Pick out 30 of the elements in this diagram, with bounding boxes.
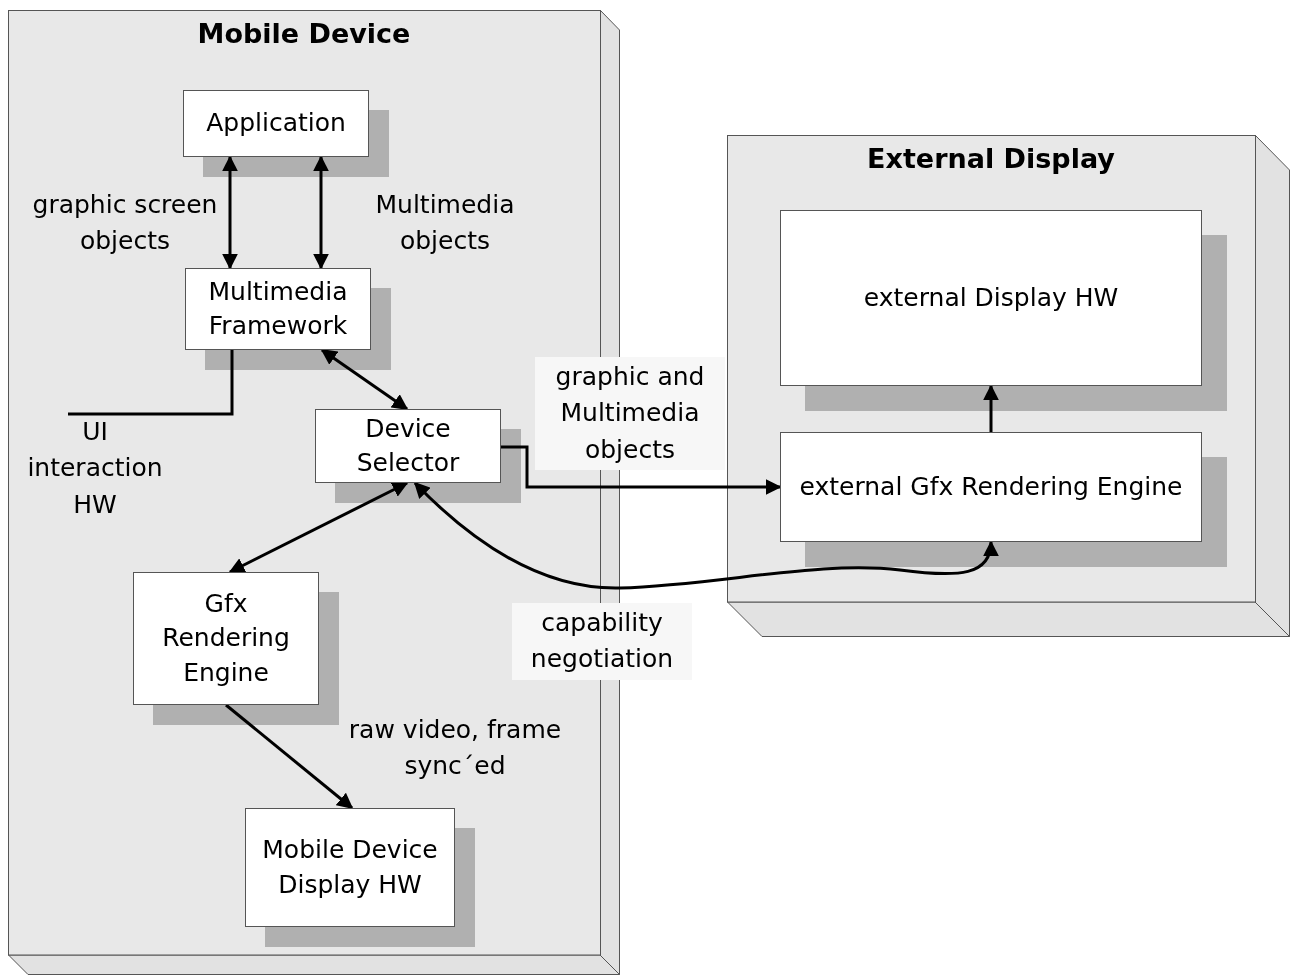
box-label: Gfx Rendering Engine bbox=[161, 587, 291, 689]
box-label: Multimedia Framework bbox=[207, 275, 349, 342]
connector-arrow bbox=[320, 348, 409, 411]
connector-arrow bbox=[413, 481, 998, 590]
connector-arrow bbox=[225, 703, 354, 810]
box-label: Device Selector bbox=[355, 412, 461, 479]
box-label: Mobile Device Display HW bbox=[261, 834, 439, 901]
process-box bbox=[780, 210, 1202, 386]
connector-arrow bbox=[222, 155, 238, 270]
container-title: Mobile Device bbox=[196, 18, 412, 49]
process-box bbox=[133, 572, 319, 705]
connector-arrow bbox=[313, 155, 329, 270]
process-box bbox=[245, 808, 455, 927]
edge-label: Multimedia objects bbox=[374, 189, 516, 258]
process-box bbox=[315, 409, 501, 483]
edge-label: graphic and Multimedia objects bbox=[535, 357, 725, 470]
process-box bbox=[183, 90, 369, 157]
box-label: external Gfx Rendering Engine bbox=[798, 470, 1184, 503]
connector-arrow bbox=[228, 481, 409, 574]
text-label: UI interaction HW bbox=[20, 414, 170, 523]
process-box bbox=[185, 268, 371, 350]
connector-arrow bbox=[983, 384, 999, 432]
box-label: external Display HW bbox=[862, 281, 1120, 314]
edge-label: raw video, frame sync´ed bbox=[347, 714, 563, 783]
box-label: Application bbox=[205, 107, 347, 140]
process-box bbox=[780, 432, 1202, 542]
connector-arrow bbox=[501, 445, 782, 495]
edge-label: capability negotiation bbox=[512, 603, 692, 680]
container-title: External Display bbox=[866, 143, 1116, 174]
edge-label: graphic screen objects bbox=[31, 189, 219, 258]
